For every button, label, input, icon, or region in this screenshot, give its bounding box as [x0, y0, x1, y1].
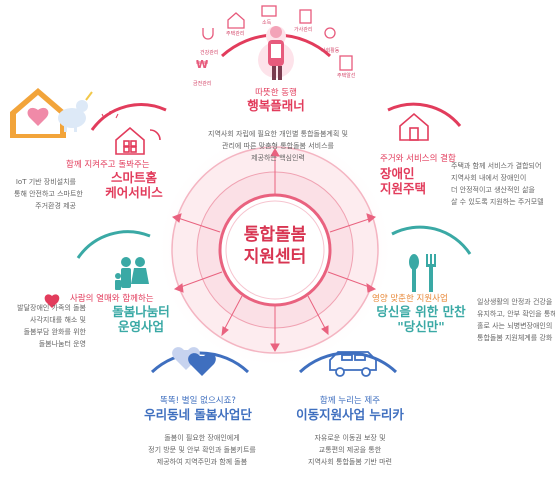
title-line: 장애인: [380, 166, 415, 181]
dangsin-subtitle: 영양 맞춘한 지원사업: [372, 294, 448, 304]
desc-line: 주거환경 제공: [35, 202, 76, 210]
direction-arrows: [172, 147, 377, 353]
desc-line: 돌봄부담 완화를 위한: [23, 328, 86, 336]
happiness-title: 행복플래너: [247, 98, 305, 113]
smarthome-house-icon: [101, 111, 161, 155]
desc-line: 지역사회 내에서 장애인이: [451, 174, 527, 182]
icon-label-social: 사회활동: [321, 48, 340, 54]
center-title: 통합돌봄 지원센터: [225, 224, 325, 268]
title-line: 스마트홈: [110, 170, 157, 185]
farm-title: 돌봄나눔터 운영사업: [96, 304, 186, 334]
desc-line: 정기 방문 및 안부 확인과 돌봄키트를: [148, 446, 256, 454]
happiness-subtitle: 따뜻한 동행: [255, 88, 297, 98]
village-title: 우리동네 돌봄사업단: [144, 407, 252, 422]
title-line: "당신만": [397, 319, 445, 334]
desc-line: 제공하는 핵심인력: [251, 154, 305, 162]
inner-ring: [218, 193, 332, 307]
title-line: 당신을 위한 만찬: [376, 304, 466, 319]
arc-housing: [387, 102, 462, 127]
mobility-title: 이동지원사업 누리카: [296, 407, 404, 422]
icon-label-housework: 가사관리: [294, 27, 313, 33]
icon-label-money: 금전관리: [193, 81, 212, 87]
desc-line: 통합돌봄 지원체계를 강화: [477, 334, 553, 342]
money-small-icon: [261, 5, 277, 17]
dangsin-title: 당신을 위한 만찬 "당신만": [366, 304, 476, 334]
house-small-icon: [227, 12, 245, 29]
arc-village: [150, 351, 250, 374]
housing-title: 장애인 지원주택: [380, 166, 426, 196]
svg-text:₩: ₩: [196, 58, 208, 71]
desc-line: 유지하고, 안부 확인을 통해: [477, 310, 555, 318]
icon-label-housing-mgmt: 주택관리: [226, 31, 245, 37]
planner-person-icon: [258, 26, 294, 80]
desc-line: 교통편의 제공을 통한: [318, 446, 382, 454]
title-line: 케어서비스: [105, 185, 163, 200]
stethoscope-small-icon: [202, 28, 214, 40]
desc-line: 지역사회 통합돌봄 기반 마련: [308, 458, 392, 466]
mobility-subtitle: 함께 누리는 제주: [319, 396, 381, 406]
happiness-description: 지역사회 자립에 필요한 개인별 통합돌봄계획 및 관리에 따른 맞춤형 통합돌…: [196, 128, 360, 164]
housing-subtitle: 주거와 서비스의 결합: [380, 154, 456, 164]
desc-line: 일상생활의 안정과 건강을: [477, 298, 553, 306]
farm-subtitle: 사람의 열매와 함께하는: [70, 294, 154, 304]
title-line: 돌봄나눔터: [112, 304, 170, 319]
family-icon: [115, 257, 149, 290]
spoon-fork-icon: [409, 254, 436, 292]
desc-line: 홀로 사는 뇌병변장애인의: [477, 322, 553, 330]
support-house-icon: [399, 112, 429, 141]
arc-mobility: [298, 351, 398, 374]
mobility-description: 자유로운 이동권 보장 및 교통편의 제공을 통한 지역사회 통합돌봄 기반 마…: [280, 432, 420, 468]
hearts-icon: [172, 347, 216, 376]
icon-label-housing-arrange: 주택알선: [337, 73, 356, 79]
center-title-line: 지원센터: [243, 247, 307, 267]
smarthome-title: 스마트홈 케어서비스: [84, 170, 184, 200]
desc-line: 돌봄나눔터 운영: [38, 340, 86, 348]
desc-line: 살 수 있도록 지원하는 주거모델: [451, 198, 544, 206]
desc-line: 관리에 따른 맞춤형 통합돌봄 서비스를: [222, 142, 334, 150]
icon-label-health: 건강관리: [200, 50, 219, 56]
dangsin-description: 일상생활의 안정과 건강을 유지하고, 안부 확인을 통해 홀로 사는 뇌병변장…: [477, 296, 555, 344]
desc-line: 지역사회 자립에 필요한 개인별 통합돌봄계획 및: [208, 130, 348, 138]
center-title-line: 통합돌봄: [243, 225, 307, 245]
arc-smarthome: [90, 103, 167, 131]
farm-description: 발달장애인 가족의 돌봄 사각지대를 해소 및 돌봄부담 완화를 위한 돌봄나눔…: [8, 302, 86, 350]
desc-line: 더 안정적이고 생산적인 삶을: [451, 186, 535, 194]
desc-line: 자유로운 이동권 보장 및: [314, 434, 386, 442]
desc-line: 주택과 함께 서비스가 결합되어: [451, 162, 542, 170]
arc-farm: [76, 230, 151, 259]
village-subtitle: 똑똑! 별일 없으시죠?: [160, 396, 236, 406]
desc-line: 발달장애인 가족의 돌봄: [17, 304, 86, 312]
desc-line: 통해 안전하고 스마트한: [14, 190, 83, 198]
arc-dangsin: [391, 225, 472, 255]
desc-line: 돌봄이 필요한 장애인에게: [164, 434, 240, 442]
house-arrange-small-icon: [339, 55, 353, 71]
planner-service-icons: ₩: [196, 5, 353, 71]
icon-label-income: 소득: [262, 20, 272, 26]
smarthome-subtitle: 함께 지켜주고 돌봐주는: [66, 160, 150, 170]
social-small-icon: [324, 27, 336, 39]
desc-line: 제공하여 지역주민과 함께 돌봄: [156, 458, 248, 466]
village-description: 돌봄이 필요한 장애인에게 정기 방문 및 안부 확인과 돌봄키트를 제공하여 …: [118, 432, 286, 468]
housework-small-icon: [299, 9, 312, 24]
title-line: 지원주택: [380, 181, 427, 196]
car-icon: [329, 351, 377, 377]
desc-line: IoT 기반 장비설치를: [15, 178, 76, 186]
housing-description: 주택과 함께 서비스가 결합되어 지역사회 내에서 장애인이 더 안정적이고 생…: [451, 160, 544, 208]
title-line: 운영사업: [117, 319, 164, 334]
smarthome-description: IoT 기반 장비설치를 통해 안전하고 스마트한 주거환경 제공: [14, 176, 83, 212]
pastel-house-illustration: [10, 88, 93, 138]
desc-line: 사각지대를 해소 및: [30, 316, 86, 324]
fruit-icon: [44, 294, 60, 308]
